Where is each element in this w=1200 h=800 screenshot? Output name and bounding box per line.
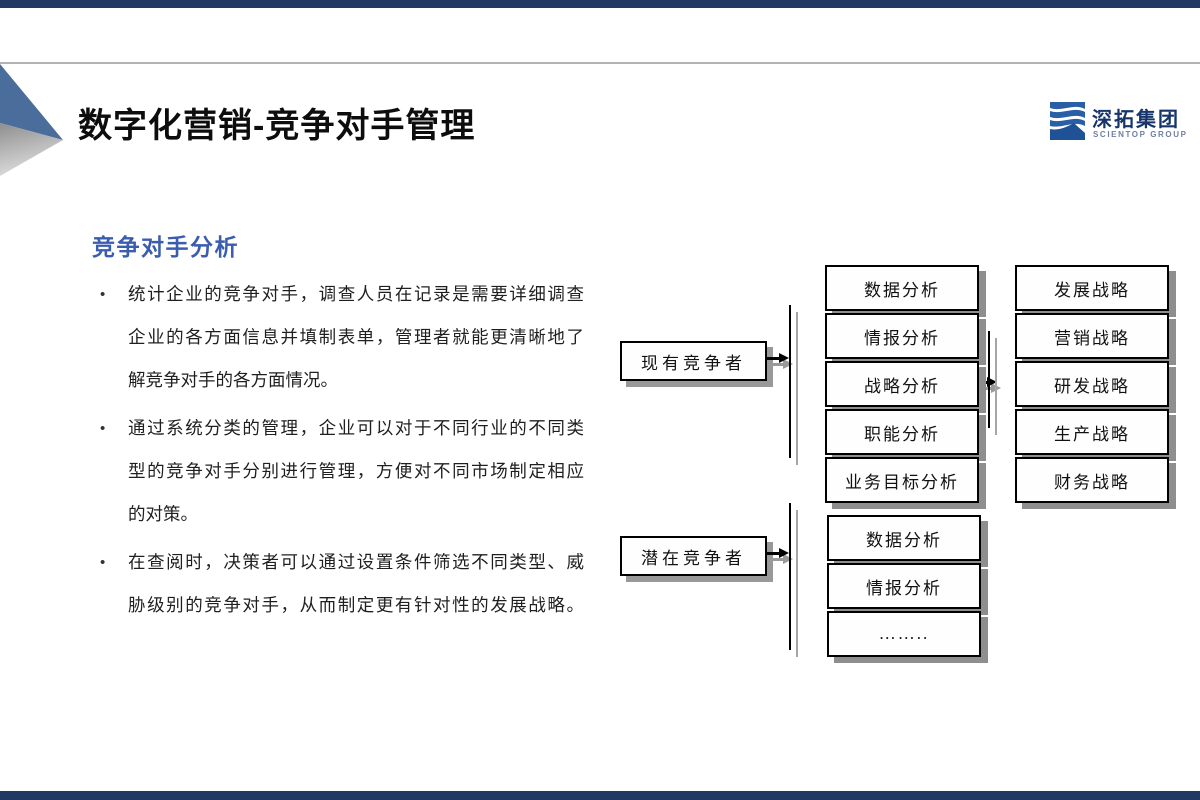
arrow-right-icon xyxy=(766,353,789,364)
top-accent-bar xyxy=(0,0,1200,8)
potential-competitor-box: 潜在竞争者 xyxy=(620,536,767,576)
bullet-item: • 统计企业的竞争对手，调查人员在记录是需要详细调查 企业的各方面信息并填制表单… xyxy=(100,273,584,402)
bullet-line: 企业的各方面信息并填制表单，管理者就能更清晰地了 xyxy=(128,327,584,347)
bullet-list: • 统计企业的竞争对手，调查人员在记录是需要详细调查 企业的各方面信息并填制表单… xyxy=(100,273,584,632)
analysis-box: 情报分析 xyxy=(825,313,979,359)
section-heading: 竞争对手分析 xyxy=(92,234,239,260)
connector-line xyxy=(789,305,791,458)
bullet-line: 的对策。 xyxy=(128,504,198,524)
analysis-box: …….. xyxy=(827,611,981,657)
logo-name: 深拓集团 xyxy=(1092,109,1180,131)
bullet-item: • 在查阅时，决策者可以通过设置条件筛选不同类型、威 胁级别的竞争对手，从而制定… xyxy=(100,541,584,627)
strategy-box: 生产战略 xyxy=(1015,409,1169,455)
bullet-line: 统计企业的竞争对手，调查人员在记录是需要详细调查 xyxy=(128,284,584,304)
bullet-line: 在查阅时，决策者可以通过设置条件筛选不同类型、威 xyxy=(128,552,584,572)
connector-line-shadow xyxy=(796,510,798,657)
bullet-icon: • xyxy=(100,286,106,303)
triangle-decoration-icon xyxy=(0,64,63,176)
analysis-box: 情报分析 xyxy=(827,563,981,609)
strategy-box: 研发战略 xyxy=(1015,361,1169,407)
connector-line-shadow xyxy=(995,338,997,435)
bullet-line: 胁级别的竞争对手，从而制定更有针对性的发展战略。 xyxy=(128,595,584,615)
bullet-item: • 通过系统分类的管理，企业可以对于不同行业的不同类 型的竞争对手分别进行管理，… xyxy=(100,407,584,536)
bottom-accent-bar xyxy=(0,791,1200,800)
arrow-right-icon xyxy=(766,548,789,559)
company-logo: 深拓集团 SCIENTOP GROUP xyxy=(1050,100,1190,148)
arrow-shadow-icon xyxy=(770,359,793,370)
bullet-line: 解竞争对手的各方面情况。 xyxy=(128,370,338,390)
bullet-icon: • xyxy=(100,420,106,437)
connector-line xyxy=(789,503,791,650)
strategy-box: 财务战略 xyxy=(1015,457,1169,503)
existing-competitor-box: 现有竞争者 xyxy=(620,341,767,381)
bullet-line: 型的竞争对手分别进行管理，方便对不同市场制定相应 xyxy=(128,461,584,481)
logo-subtitle: SCIENTOP GROUP xyxy=(1093,130,1188,139)
analysis-box: 数据分析 xyxy=(827,515,981,561)
strategy-box: 发展战略 xyxy=(1015,265,1169,311)
arrow-right-icon xyxy=(974,377,997,388)
bullet-icon: • xyxy=(100,554,106,571)
analysis-box: 数据分析 xyxy=(825,265,979,311)
connector-line xyxy=(988,331,990,428)
analysis-box: 业务目标分析 xyxy=(825,457,979,503)
page-title: 数字化营销-竞争对手管理 xyxy=(78,107,476,145)
analysis-box: 职能分析 xyxy=(825,409,979,455)
strategy-box: 营销战略 xyxy=(1015,313,1169,359)
bullet-text: 通过系统分类的管理，企业可以对于不同行业的不同类 型的竞争对手分别进行管理，方便… xyxy=(128,407,584,536)
bullet-text: 在查阅时，决策者可以通过设置条件筛选不同类型、威 胁级别的竞争对手，从而制定更有… xyxy=(128,541,584,627)
bullet-text: 统计企业的竞争对手，调查人员在记录是需要详细调查 企业的各方面信息并填制表单，管… xyxy=(128,273,584,402)
analysis-box: 战略分析 xyxy=(825,361,979,407)
header-divider xyxy=(0,62,1200,64)
logo-wave-icon xyxy=(1050,102,1085,140)
arrow-shadow-icon xyxy=(770,554,793,565)
connector-line-shadow xyxy=(796,312,798,465)
bullet-line: 通过系统分类的管理，企业可以对于不同行业的不同类 xyxy=(128,418,584,438)
